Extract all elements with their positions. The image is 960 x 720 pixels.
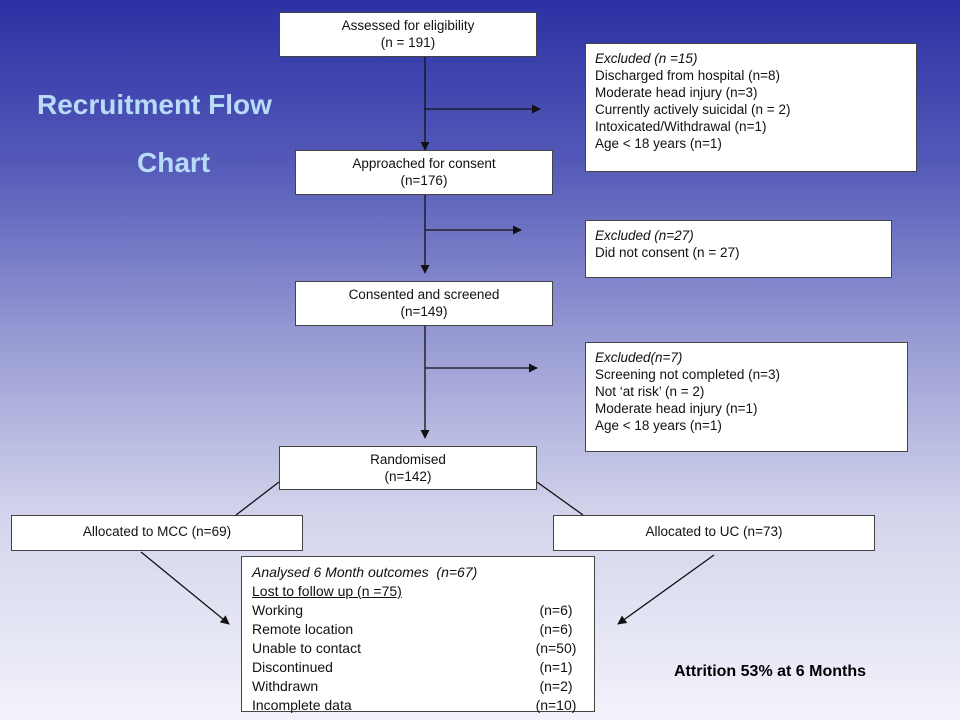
excluded1-item: Intoxicated/Withdrawal (n=1) — [595, 119, 767, 134]
outcome-row-value: (n=10) — [535, 697, 577, 713]
outcome-row-label: Working — [252, 602, 304, 618]
excluded1-item: Moderate head injury (n=3) — [595, 85, 758, 100]
assessed-count: (n = 191) — [380, 35, 436, 50]
randomised-label: Randomised — [370, 452, 446, 467]
excluded3-item: Screening not completed (n=3) — [595, 367, 780, 382]
consented-count: (n=149) — [400, 304, 448, 319]
outcome-row: Discontinued (n=1) — [252, 658, 584, 677]
excluded2-header: Excluded (n=27) — [595, 228, 694, 243]
outcome-row-label: Withdrawn — [252, 678, 319, 694]
line-randomised-to-mcc — [235, 481, 280, 516]
excluded2-box: Excluded (n=27) Did not consent (n = 27) — [585, 220, 892, 278]
outcome-row-value: (n=2) — [539, 678, 573, 694]
outcome-row-label: Discontinued — [252, 659, 333, 675]
randomised-box: Randomised (n=142) — [279, 446, 537, 490]
consented-box: Consented and screened (n=149) — [295, 281, 553, 326]
arrow-mcc-to-outcomes — [140, 551, 230, 625]
excluded3-item: Age < 18 years (n=1) — [595, 418, 722, 433]
allocated-uc-label: Allocated to UC (n=73) — [645, 524, 783, 539]
allocated-uc-box: Allocated to UC (n=73) — [553, 515, 875, 551]
allocated-mcc-box: Allocated to MCC (n=69) — [11, 515, 303, 551]
assessed-label: Assessed for eligibility — [341, 18, 475, 33]
outcome-row: Unable to contact (n=50) — [252, 639, 584, 658]
arrow-uc-to-outcomes — [617, 554, 715, 625]
excluded1-item: Currently actively suicidal (n = 2) — [595, 102, 791, 117]
allocated-mcc-label: Allocated to MCC (n=69) — [82, 524, 232, 539]
outcomes-header: Analysed 6 Month outcomes (n=67) — [252, 564, 478, 580]
outcome-row-value: (n=1) — [539, 659, 573, 675]
chart-title-line2: Chart — [137, 147, 211, 178]
outcome-row-value: (n=6) — [539, 602, 573, 618]
excluded1-box: Excluded (n =15) Discharged from hospita… — [585, 43, 917, 172]
chart-title-line1: Recruitment Flow — [37, 89, 272, 120]
excluded3-item: Moderate head injury (n=1) — [595, 401, 758, 416]
consented-label: Consented and screened — [348, 287, 500, 302]
outcome-row-label: Unable to contact — [252, 640, 361, 656]
approached-count: (n=176) — [400, 173, 448, 188]
outcome-row: Remote location (n=6) — [252, 620, 584, 639]
excluded1-item: Age < 18 years (n=1) — [595, 136, 722, 151]
outcome-row-value: (n=6) — [539, 621, 573, 637]
approached-box: Approached for consent (n=176) — [295, 150, 553, 195]
outcome-row-label: Remote location — [252, 621, 354, 637]
outcome-row-value: (n=50) — [535, 640, 577, 656]
approached-label: Approached for consent — [352, 156, 496, 171]
assessed-box: Assessed for eligibility (n = 191) — [279, 12, 537, 57]
outcome-row: Incomplete data (n=10) — [252, 696, 584, 715]
excluded2-item: Did not consent (n = 27) — [595, 245, 740, 260]
attrition-note: Attrition 53% at 6 Months — [674, 663, 867, 680]
outcome-row: Working (n=6) — [252, 601, 584, 620]
excluded3-box: Excluded(n=7) Screening not completed (n… — [585, 342, 908, 452]
outcome-row: Withdrawn (n=2) — [252, 677, 584, 696]
outcomes-box: Analysed 6 Month outcomes (n=67) Lost to… — [241, 556, 595, 715]
excluded1-item: Discharged from hospital (n=8) — [595, 68, 780, 83]
lost-to-follow-up: Lost to follow up (n =75) — [252, 583, 402, 599]
excluded3-header: Excluded(n=7) — [595, 350, 683, 365]
excluded1-header: Excluded (n =15) — [595, 51, 698, 66]
randomised-count: (n=142) — [384, 469, 432, 484]
line-randomised-to-uc — [536, 481, 584, 516]
excluded3-item: Not ‘at risk’ (n = 2) — [595, 384, 705, 399]
outcome-row-label: Incomplete data — [252, 697, 352, 713]
